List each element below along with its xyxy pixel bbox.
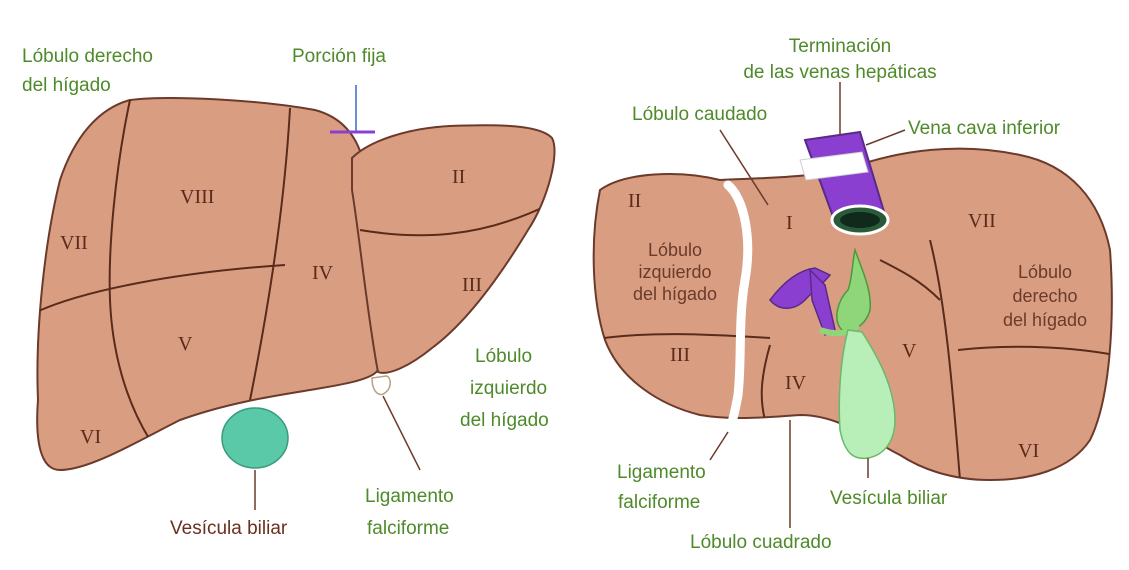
right-segment-v: V	[902, 340, 916, 363]
left-gallbladder	[222, 408, 288, 468]
left-right-lobe-label-line1: Lóbulo derecho	[22, 46, 153, 68]
right-falciform-leader	[710, 432, 728, 460]
left-left-lobe-label-line2: izquierdo	[470, 378, 547, 400]
left-segment-iii: III	[462, 274, 482, 297]
left-falciform-leader	[383, 396, 420, 470]
hepatic-veins-label-line2: de las venas hepáticas	[712, 62, 968, 84]
right-gallbladder-label: Vesícula biliar	[830, 488, 947, 510]
right-falciform-label-line2: falciforme	[618, 492, 700, 514]
right-left-lobe-label-line3: del hígado	[620, 284, 730, 306]
quadrate-label: Lóbulo cuadrado	[690, 532, 832, 554]
fixed-portion-label: Porción fija	[292, 46, 386, 68]
right-left-lobe-label-line1: Lóbulo	[620, 240, 730, 262]
right-right-lobe-label-line3: del hígado	[985, 310, 1105, 332]
ivc-label: Vena cava inferior	[908, 118, 1060, 140]
left-gallbladder-label: Vesícula biliar	[170, 518, 287, 540]
left-segment-vii: VII	[60, 232, 88, 255]
right-segment-iii: III	[670, 344, 690, 367]
hepatic-veins-label-line1: Terminación	[760, 36, 920, 58]
right-segment-i: I	[786, 212, 793, 235]
right-left-lobe-label-line2: izquierdo	[620, 262, 730, 284]
right-right-lobe-label-line1: Lóbulo	[985, 262, 1105, 284]
right-right-lobe-label-line2: derecho	[985, 286, 1105, 308]
left-falciform-label-line1: Ligamento	[365, 486, 454, 508]
left-liver-left-lobe	[352, 125, 555, 373]
right-segment-vii: VII	[968, 210, 996, 233]
right-segment-vi: VI	[1018, 440, 1039, 463]
left-falciform-ligament	[372, 376, 390, 394]
left-right-lobe-label-line2: del hígado	[22, 75, 111, 97]
left-segment-ii: II	[452, 166, 465, 189]
right-segment-ii: II	[628, 190, 641, 213]
ivc-leader	[866, 130, 905, 145]
left-segment-iv: IV	[312, 262, 333, 285]
left-segment-vi: VI	[80, 426, 101, 449]
caudate-label: Lóbulo caudado	[632, 104, 767, 126]
left-left-lobe-label-line3: del hígado	[460, 410, 549, 432]
left-segment-v: V	[178, 333, 192, 356]
left-falciform-label-line2: falciforme	[367, 518, 449, 540]
left-left-lobe-label-line1: Lóbulo	[475, 346, 532, 368]
right-falciform-label-line1: Ligamento	[617, 462, 706, 484]
right-segment-iv: IV	[785, 372, 806, 395]
left-segment-viii: VIII	[180, 186, 214, 209]
